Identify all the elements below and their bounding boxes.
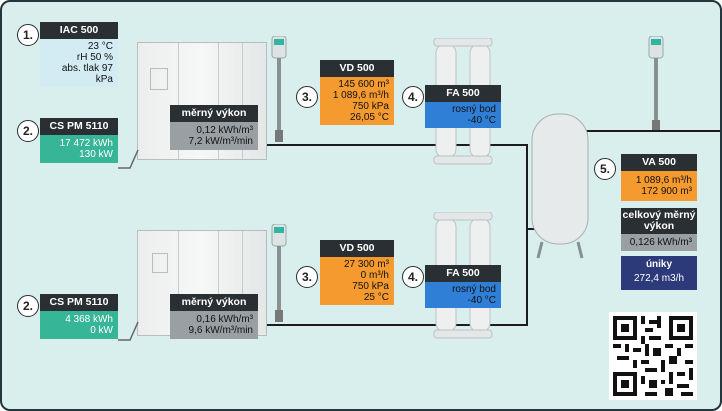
power-top-title: měrný výkon xyxy=(170,105,258,122)
va-flow: 1 089,6 m³/h xyxy=(635,175,692,186)
pipe-vertical xyxy=(526,144,528,326)
marker-3-top: 3. xyxy=(296,86,318,108)
cs-pm-top-panel: CS PM 5110 17 472 kWh 130 kW xyxy=(40,118,118,163)
fa-500-top-panel: FA 500 rosný bod -40 °C xyxy=(425,85,501,128)
total-title: celkový měrný výkon xyxy=(621,208,697,234)
specific-power-top-panel: měrný výkon 0,12 kWh/m³ 7,2 kW/m³/min xyxy=(170,105,258,150)
vd-top-total: 145 600 m³ xyxy=(338,79,389,90)
vd-top-title: VD 500 xyxy=(320,60,394,77)
fa-bottom-label: rosný bod xyxy=(452,284,496,295)
air-tank-icon xyxy=(531,113,589,259)
cs-top-title: CS PM 5110 xyxy=(40,118,118,135)
flow-sensor-bottom-icon xyxy=(271,224,287,322)
iac-temperature: 23 °C xyxy=(87,41,113,52)
flow-sensor-right-icon xyxy=(648,36,664,130)
marker-2-bottom: 2. xyxy=(17,295,39,317)
vd-bottom-title: VD 500 xyxy=(320,240,394,257)
cs-top-power: 130 kW xyxy=(79,149,113,160)
vd-500-top-panel: VD 500 145 600 m³ 1 089,6 m³/h 750 kPa 2… xyxy=(320,60,394,125)
power-top-kwh: 0,12 kWh/m³ xyxy=(196,125,253,136)
cs-bottom-power: 0 kW xyxy=(90,325,113,336)
iac-pressure: abs. tlak 97 kPa xyxy=(61,63,113,85)
power-top-kw: 7,2 kW/m³/min xyxy=(188,136,253,147)
cs-pm-bottom-panel: CS PM 5110 4 368 kWh 0 kW xyxy=(40,294,118,339)
fa-bottom-title: FA 500 xyxy=(425,265,501,282)
fa-500-bottom-panel: FA 500 rosný bod -40 °C xyxy=(425,265,501,308)
vd-top-flow: 1 089,6 m³/h xyxy=(332,90,389,101)
power-bottom-kw: 9,6 kW/m³/min xyxy=(188,325,253,336)
specific-power-bottom-panel: měrný výkon 0,16 kWh/m³ 9,6 kW/m³/min xyxy=(170,294,258,339)
cs-bottom-title: CS PM 5110 xyxy=(40,294,118,311)
pipe-tank-top xyxy=(562,130,720,132)
iac-humidity: rH 50 % xyxy=(76,52,113,63)
vd-500-bottom-panel: VD 500 27 300 m³ 0 m³/h 750 kPa 25 °C xyxy=(320,240,394,305)
vd-bottom-temp: 25 °C xyxy=(363,292,389,303)
power-bottom-kwh: 0,16 kWh/m³ xyxy=(196,314,253,325)
marker-5: 5. xyxy=(594,158,616,180)
vd-bottom-pressure: 750 kPa xyxy=(352,281,389,292)
cs-bottom-cable xyxy=(118,321,139,341)
cs-top-cable xyxy=(118,149,139,169)
total-specific-power-panel: celkový měrný výkon 0,126 kWh/m³ xyxy=(621,208,697,251)
marker-2-top: 2. xyxy=(17,120,39,142)
fa-bottom-value: -40 °C xyxy=(467,295,496,306)
marker-4-top: 4. xyxy=(402,86,424,108)
cs-top-energy: 17 472 kWh xyxy=(59,138,113,149)
fa-top-label: rosný bod xyxy=(452,104,496,115)
pipe-top-horizontal xyxy=(260,144,528,146)
fa-top-value: -40 °C xyxy=(467,115,496,126)
pipe-bottom-horizontal xyxy=(260,324,528,326)
vd-top-temp: 26,05 °C xyxy=(349,112,389,123)
iac-500-panel: IAC 500 23 °C rH 50 % abs. tlak 97 kPa xyxy=(40,22,118,87)
vd-bottom-total: 27 300 m³ xyxy=(343,259,389,270)
va-500-panel: VA 500 1 089,6 m³/h 172 900 m³ xyxy=(621,154,697,201)
fa-top-title: FA 500 xyxy=(425,85,501,102)
leaks-panel: úniky 272,4 m3/h xyxy=(621,256,697,290)
vd-top-pressure: 750 kPa xyxy=(352,101,389,112)
power-bottom-title: měrný výkon xyxy=(170,294,258,311)
leaks-title: úniky xyxy=(645,259,673,270)
leaks-value: 272,4 m3/h xyxy=(633,273,685,284)
marker-3-bottom: 3. xyxy=(296,266,318,288)
qr-code-icon xyxy=(609,312,697,400)
marker-4-bottom: 4. xyxy=(402,266,424,288)
pipe-to-tank xyxy=(526,228,540,230)
va-title: VA 500 xyxy=(621,154,697,171)
flow-sensor-top-icon xyxy=(271,36,287,142)
marker-1: 1. xyxy=(17,24,39,46)
total-value: 0,126 kWh/m³ xyxy=(629,237,692,248)
iac-title: IAC 500 xyxy=(40,22,118,39)
va-total: 172 900 m³ xyxy=(641,186,692,197)
vd-bottom-flow: 0 m³/h xyxy=(360,270,389,281)
cs-bottom-energy: 4 368 kWh xyxy=(65,314,113,325)
